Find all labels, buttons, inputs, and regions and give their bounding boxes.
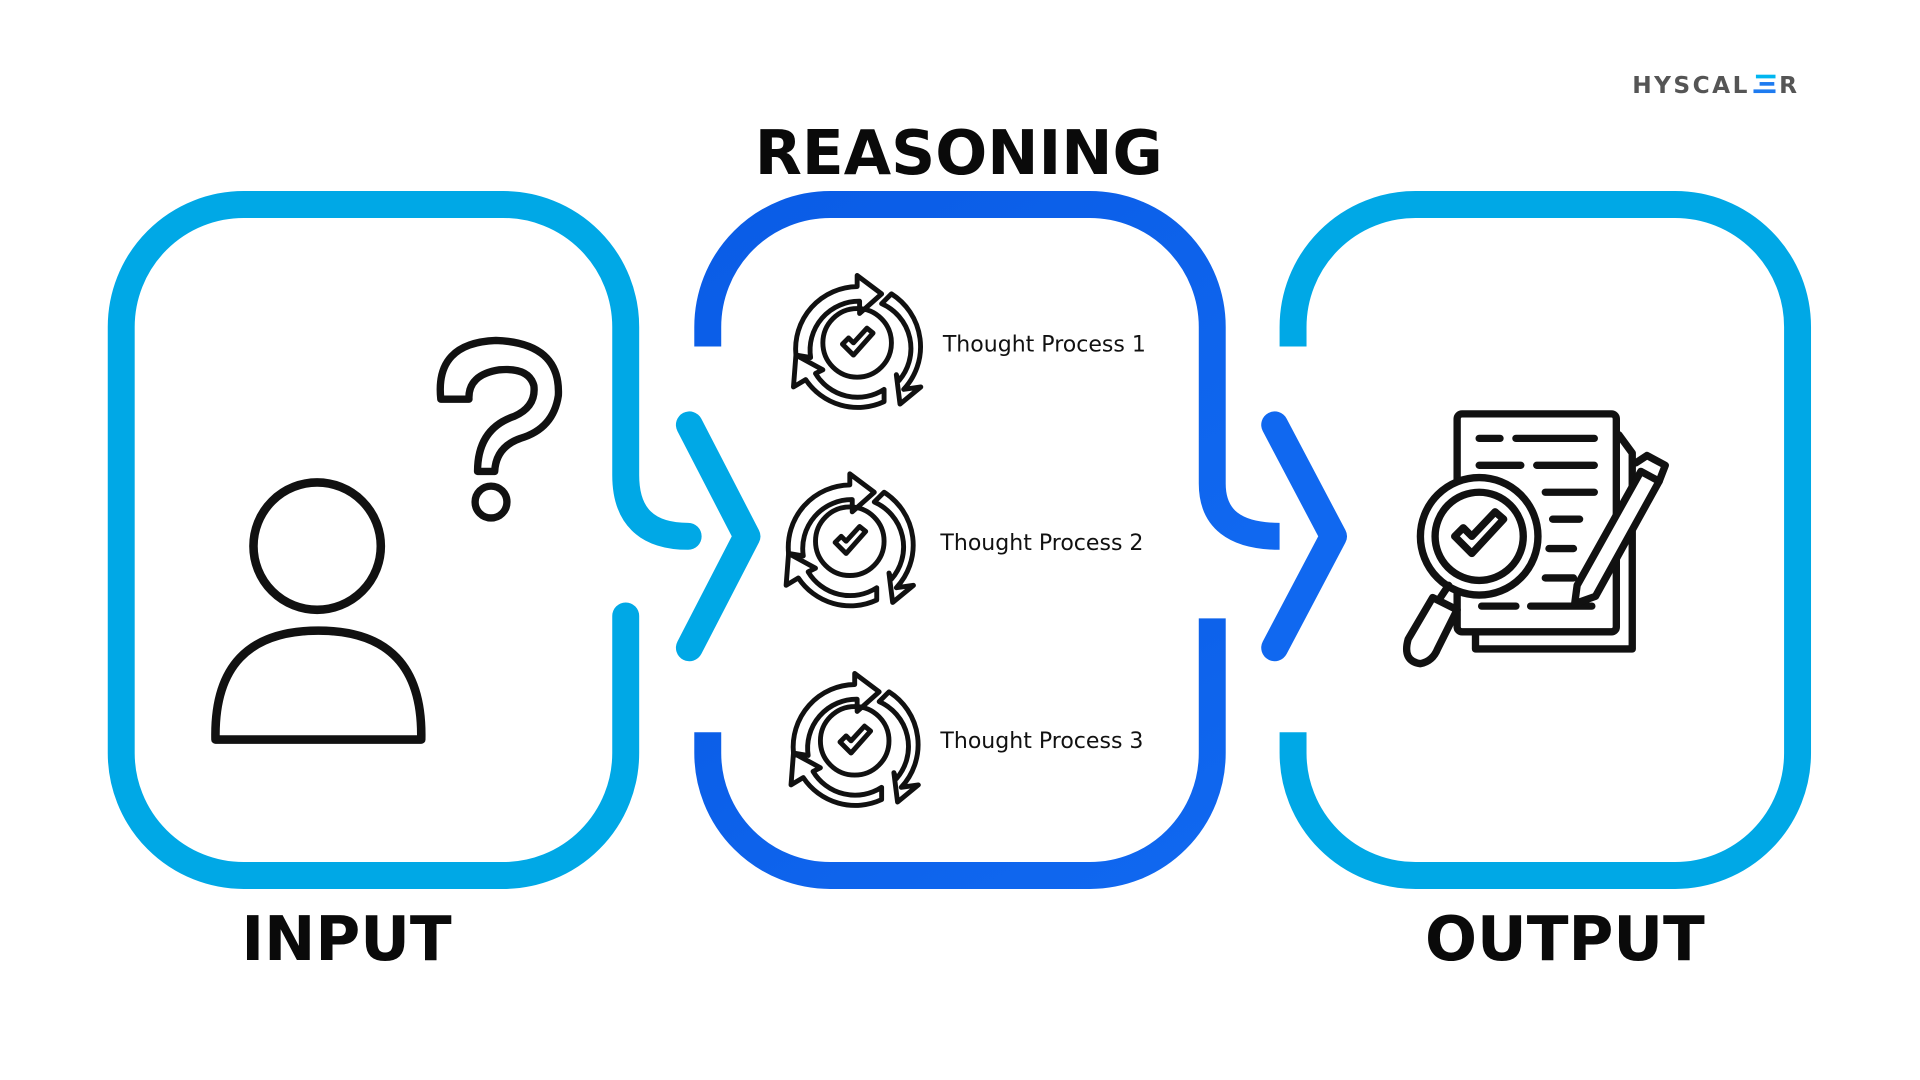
output-box: [1279, 191, 1812, 889]
arrow-reasoning-to-output: [1261, 411, 1347, 662]
thought-process-item-3: Thought Process 3: [788, 671, 1143, 808]
logo-text-end: R: [1779, 72, 1799, 99]
arrow-input-to-reasoning: [675, 411, 761, 662]
hyscaler-logo: HYSCAL R: [1632, 72, 1799, 99]
input-title: INPUT: [241, 904, 452, 975]
cycle-check-icon: [791, 273, 924, 410]
input-box: [107, 191, 702, 889]
thought-process-label: Thought Process 1: [942, 332, 1146, 357]
thought-process-label: Thought Process 3: [939, 729, 1143, 754]
reasoning-box-lower: [694, 618, 1226, 889]
logo-text: HYSCAL: [1632, 72, 1750, 99]
magnifier-handle: [1402, 581, 1461, 668]
thought-process-item-2: Thought Process 2: [783, 471, 1143, 609]
user-icon: [211, 478, 426, 744]
pencil: [1571, 467, 1663, 608]
thought-process-label: Thought Process 2: [939, 531, 1143, 556]
reasoning-box: [694, 191, 1280, 550]
back-page: [1471, 431, 1636, 653]
question-mark-icon: [436, 336, 563, 522]
cycle-check-icon: [788, 671, 921, 808]
output-title: OUTPUT: [1425, 904, 1705, 975]
thought-process-item-1: Thought Process 1: [791, 273, 1146, 410]
reasoning-title: REASONING: [755, 118, 1163, 189]
document-review-icon: [1402, 410, 1669, 668]
logo-e-mark: [1753, 74, 1776, 94]
cycle-check-icon: [783, 471, 916, 609]
